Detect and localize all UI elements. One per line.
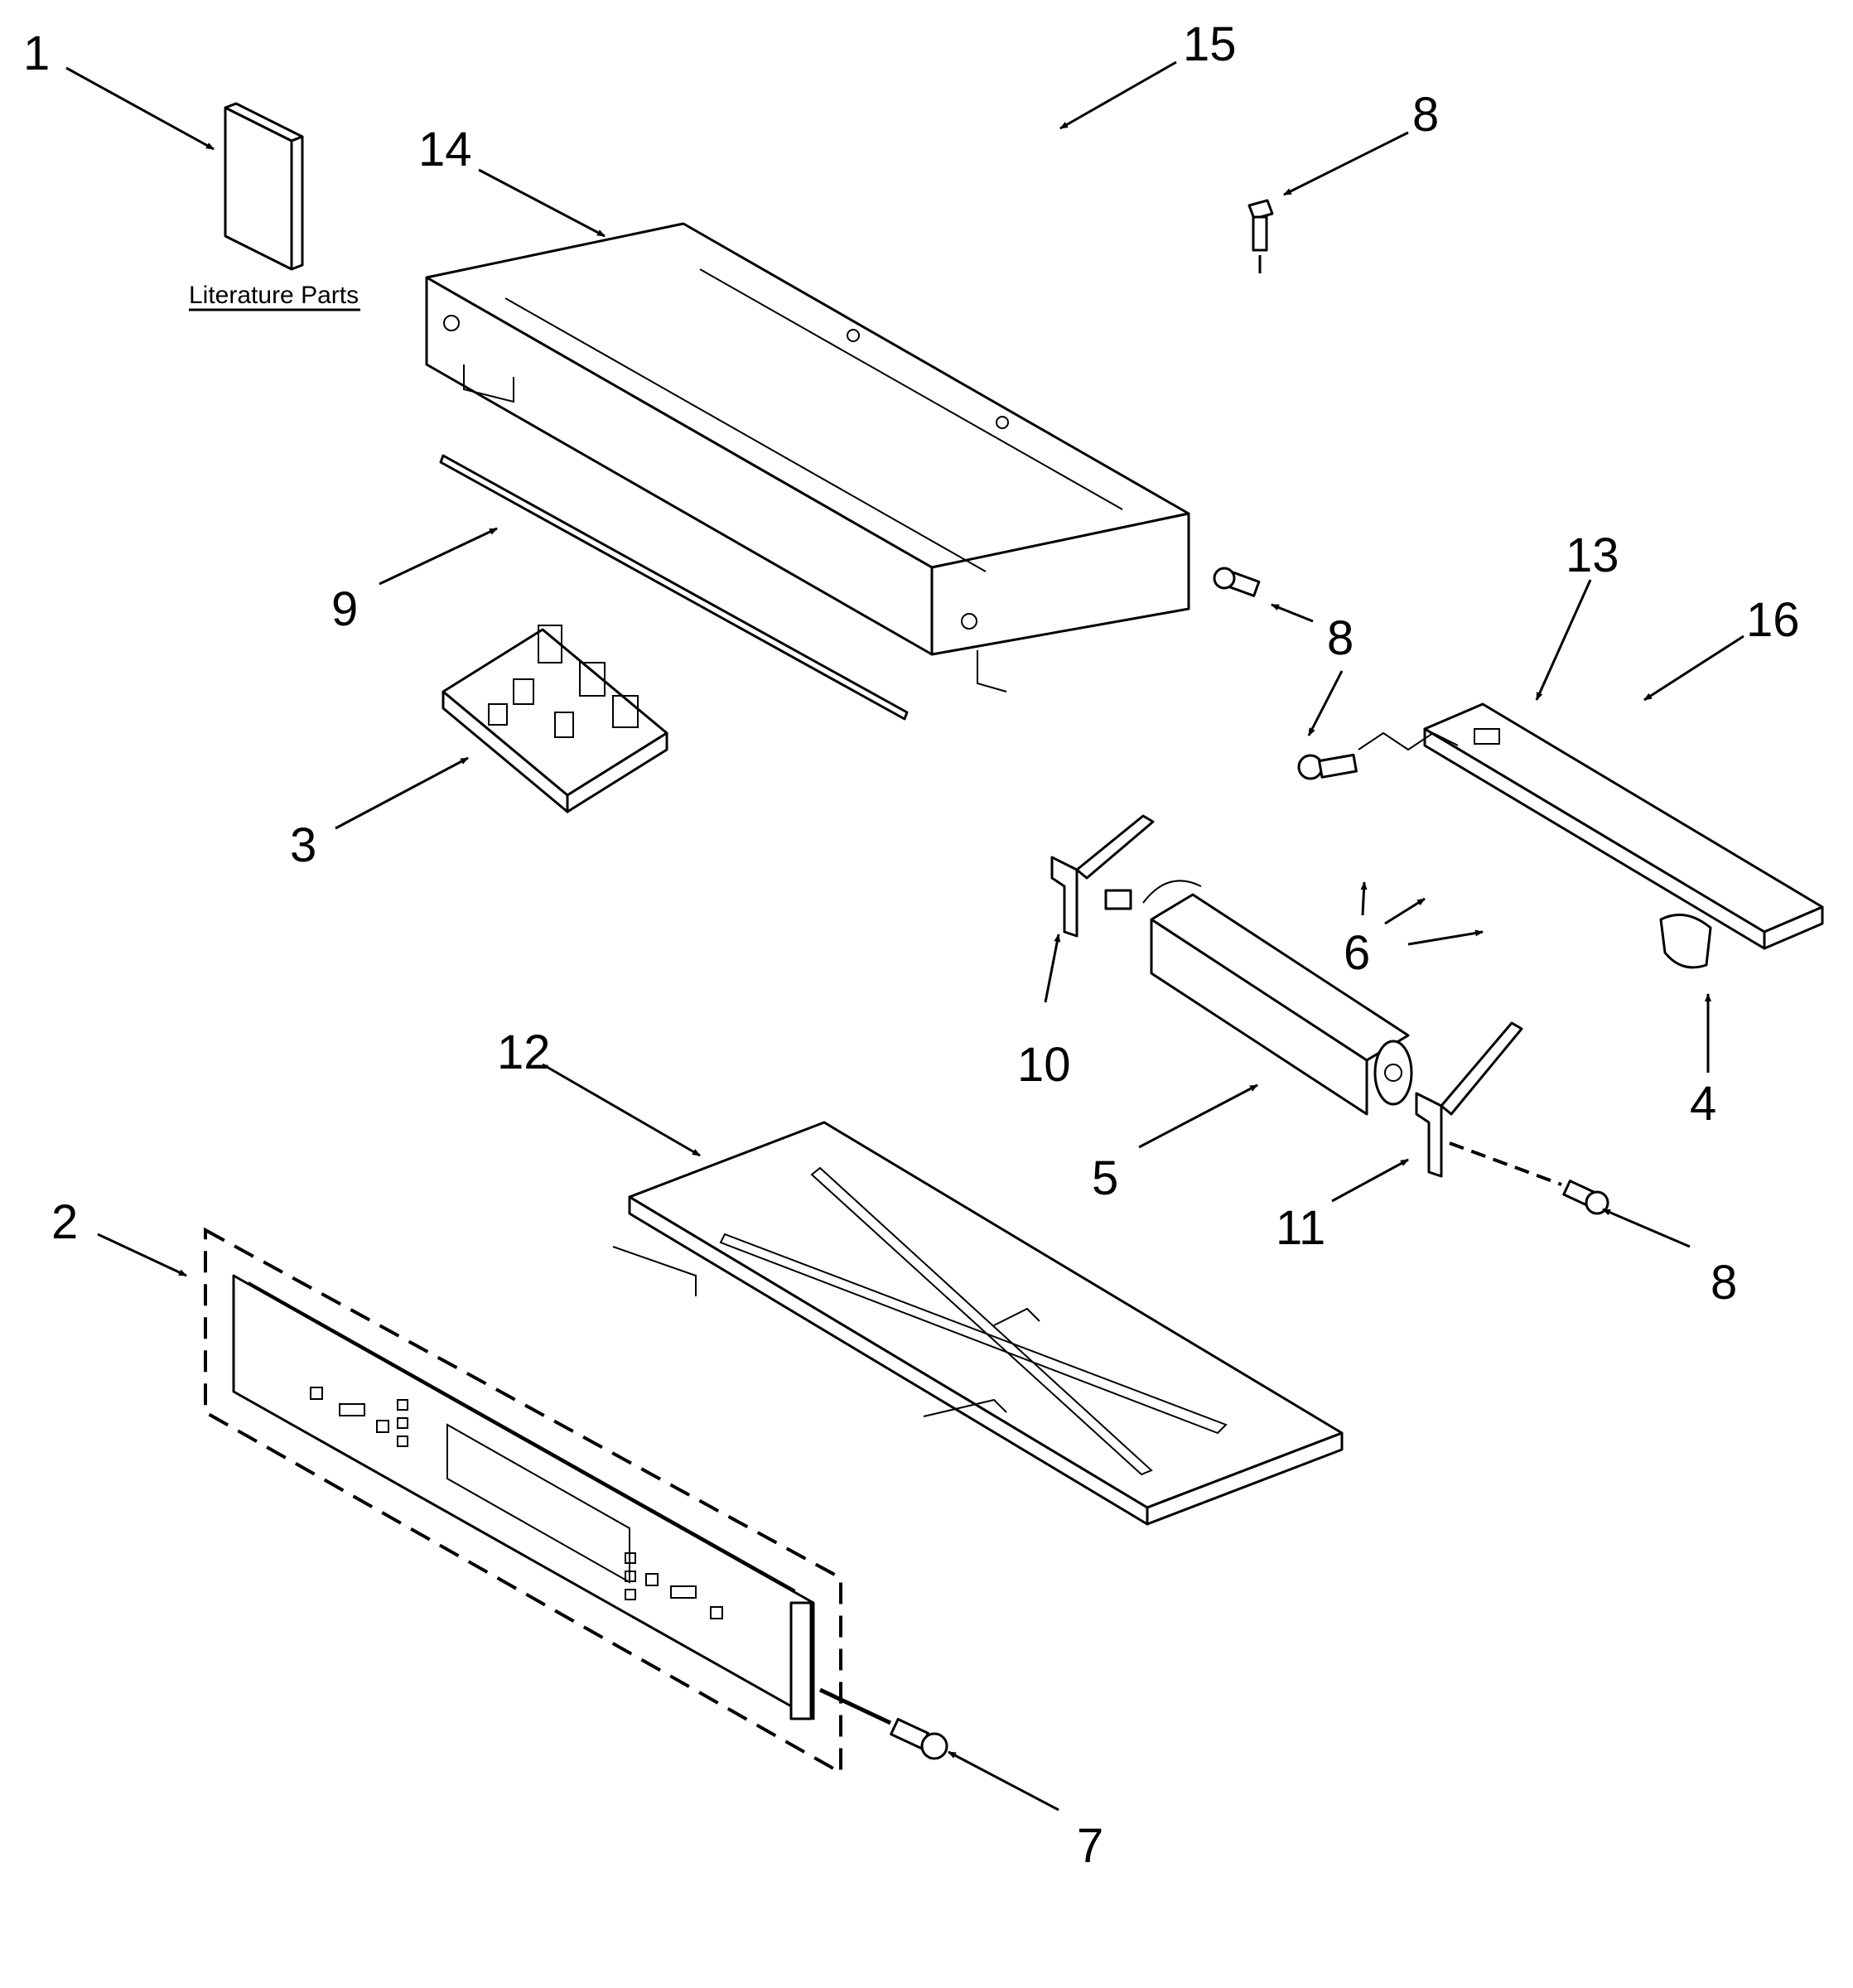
screw-8-lower (1449, 1141, 1609, 1215)
callout-12: 12 (497, 1025, 551, 1079)
bracket-11 (1415, 1021, 1523, 1178)
callout-16: 16 (1746, 593, 1800, 647)
callout-8-bracket: 8 (1327, 611, 1354, 665)
top-cover (425, 222, 1190, 692)
callout-4: 4 (1690, 1077, 1716, 1131)
base-panel (612, 1121, 1344, 1526)
control-panel (204, 1227, 842, 1776)
screw-7 (818, 1687, 948, 1760)
literature-label: Literature Parts (189, 282, 359, 309)
callout-3: 3 (290, 818, 316, 872)
screw-8-top (1247, 199, 1274, 273)
callout-10: 10 (1017, 1038, 1071, 1092)
callout-7: 7 (1077, 1819, 1103, 1873)
callout-8-top: 8 (1412, 88, 1439, 142)
callout-8-lower: 8 (1711, 1256, 1737, 1310)
leader-arrows (65, 60, 1744, 1812)
literature-booklet: Literature Parts (189, 102, 360, 311)
callout-9: 9 (331, 582, 358, 636)
callout-1: 1 (23, 27, 50, 80)
bracket-10 (1050, 814, 1155, 938)
screw-8-bracket (1297, 753, 1358, 780)
callout-6: 6 (1344, 926, 1370, 980)
callout-11: 11 (1276, 1201, 1325, 1255)
callout-5: 5 (1092, 1151, 1118, 1205)
callout-15: 15 (1183, 17, 1237, 71)
control-board (442, 625, 668, 813)
clamp (1659, 913, 1712, 969)
callout-labels: 1 15 14 8 9 8 13 16 3 6 10 4 5 12 11 8 2… (23, 17, 1800, 1873)
bracket-13 (1358, 702, 1824, 950)
callout-2: 2 (51, 1195, 78, 1249)
callout-13: 13 (1566, 528, 1619, 582)
callout-8-side: 8 (1327, 611, 1354, 665)
blower-fan (1104, 880, 1413, 1116)
callout-14: 14 (418, 123, 472, 176)
screw-8-side (1213, 567, 1261, 597)
strip (439, 454, 909, 721)
